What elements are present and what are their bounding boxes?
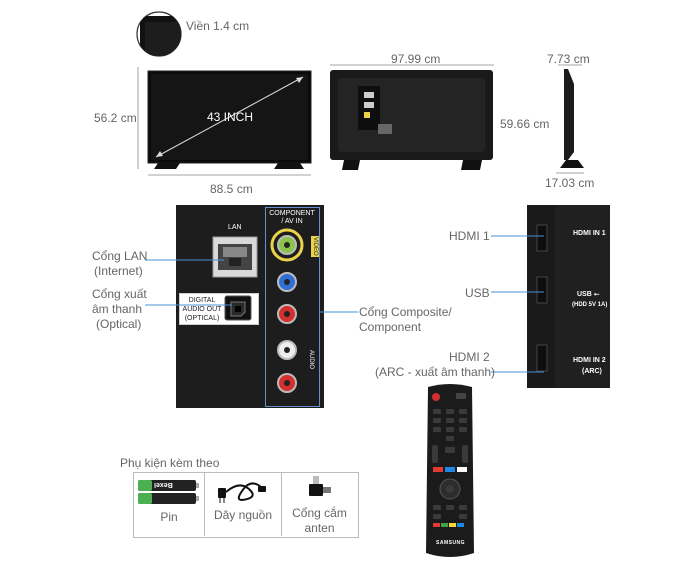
screen-size-label: 43 INCH	[207, 110, 254, 124]
battery-brand: Bexel	[154, 481, 173, 488]
optical-port	[224, 295, 252, 321]
component-header-2: / AV IN	[281, 218, 303, 225]
accessory-label-power-cord: Dây nguồn	[213, 508, 273, 522]
depth-top-label: 7.73 cm	[547, 52, 590, 66]
width-front-label: 88.5 cm	[210, 182, 253, 196]
callout-composite-1: Cổng Composite/	[359, 305, 452, 319]
lan-port	[212, 236, 258, 278]
accessory-label-pin: Pin	[160, 510, 178, 524]
callout-hdmi2-2: (ARC - xuất âm thanh)	[375, 365, 496, 379]
usb-tag-2: (HDD 5V 1A)	[572, 302, 608, 308]
battery-icon	[136, 478, 200, 506]
video-tag: VIDEO	[311, 236, 319, 257]
callout-usb: USB	[465, 286, 490, 300]
tv-front	[136, 65, 321, 185]
bezel-label: Viền 1.4 cm	[186, 19, 250, 33]
callout-lan-2: (Internet)	[94, 264, 143, 278]
callout-hdmi1: HDMI 1	[449, 229, 490, 243]
callout-lines	[140, 250, 380, 320]
side-ports-panel	[527, 205, 610, 388]
width-back-label: 97.99 cm	[391, 52, 441, 66]
optical-line2: AUDIO OUT	[182, 306, 222, 313]
lan-header: LAN	[228, 224, 242, 231]
callout-hdmi2-1: HDMI 2	[449, 350, 490, 364]
accessories-title: Phụ kiện kèm theo	[120, 456, 220, 470]
side-callout-lines	[488, 230, 548, 380]
callout-optical-2: âm thanh	[92, 302, 143, 316]
power-cord-icon	[212, 476, 272, 506]
height-back-label: 59.66 cm	[500, 117, 550, 131]
accessories-divider-1	[204, 472, 205, 536]
accessories-divider-2	[281, 472, 282, 536]
optical-line1: DIGITAL	[188, 297, 216, 304]
accessory-label-antenna-2: anten	[304, 521, 335, 535]
usb-tag-1: USB ⭠	[577, 291, 600, 298]
accessory-label-antenna-1: Cổng cắm	[292, 506, 347, 520]
remote-brand: SAMSUNG	[436, 540, 466, 546]
antenna-adapter-icon	[305, 474, 333, 500]
hdmi2-tag-2: (ARC)	[582, 368, 602, 375]
height-front-label: 56.2 cm	[94, 111, 137, 125]
bezel-zoom	[136, 11, 182, 57]
hdmi2-tag-1: HDMI IN 2	[573, 357, 606, 364]
tv-side	[550, 64, 590, 174]
callout-optical-1: Cổng xuất	[92, 287, 147, 301]
optical-line3: (OPTICAL)	[184, 315, 220, 322]
remote-control	[420, 383, 480, 563]
component-strip	[265, 207, 320, 407]
callout-lan-1: Cổng LAN	[92, 249, 148, 263]
tv-back	[328, 64, 496, 174]
audio-tag: AUDIO	[308, 350, 314, 370]
callout-composite-2: Component	[359, 320, 422, 334]
hdmi1-tag: HDMI IN 1	[573, 230, 606, 237]
component-header-1: COMPONENT	[269, 210, 315, 217]
composite-ports	[270, 228, 310, 398]
callout-optical-3: (Optical)	[96, 317, 142, 331]
accessories-box	[133, 472, 359, 538]
depth-bottom-label: 17.03 cm	[545, 176, 595, 190]
